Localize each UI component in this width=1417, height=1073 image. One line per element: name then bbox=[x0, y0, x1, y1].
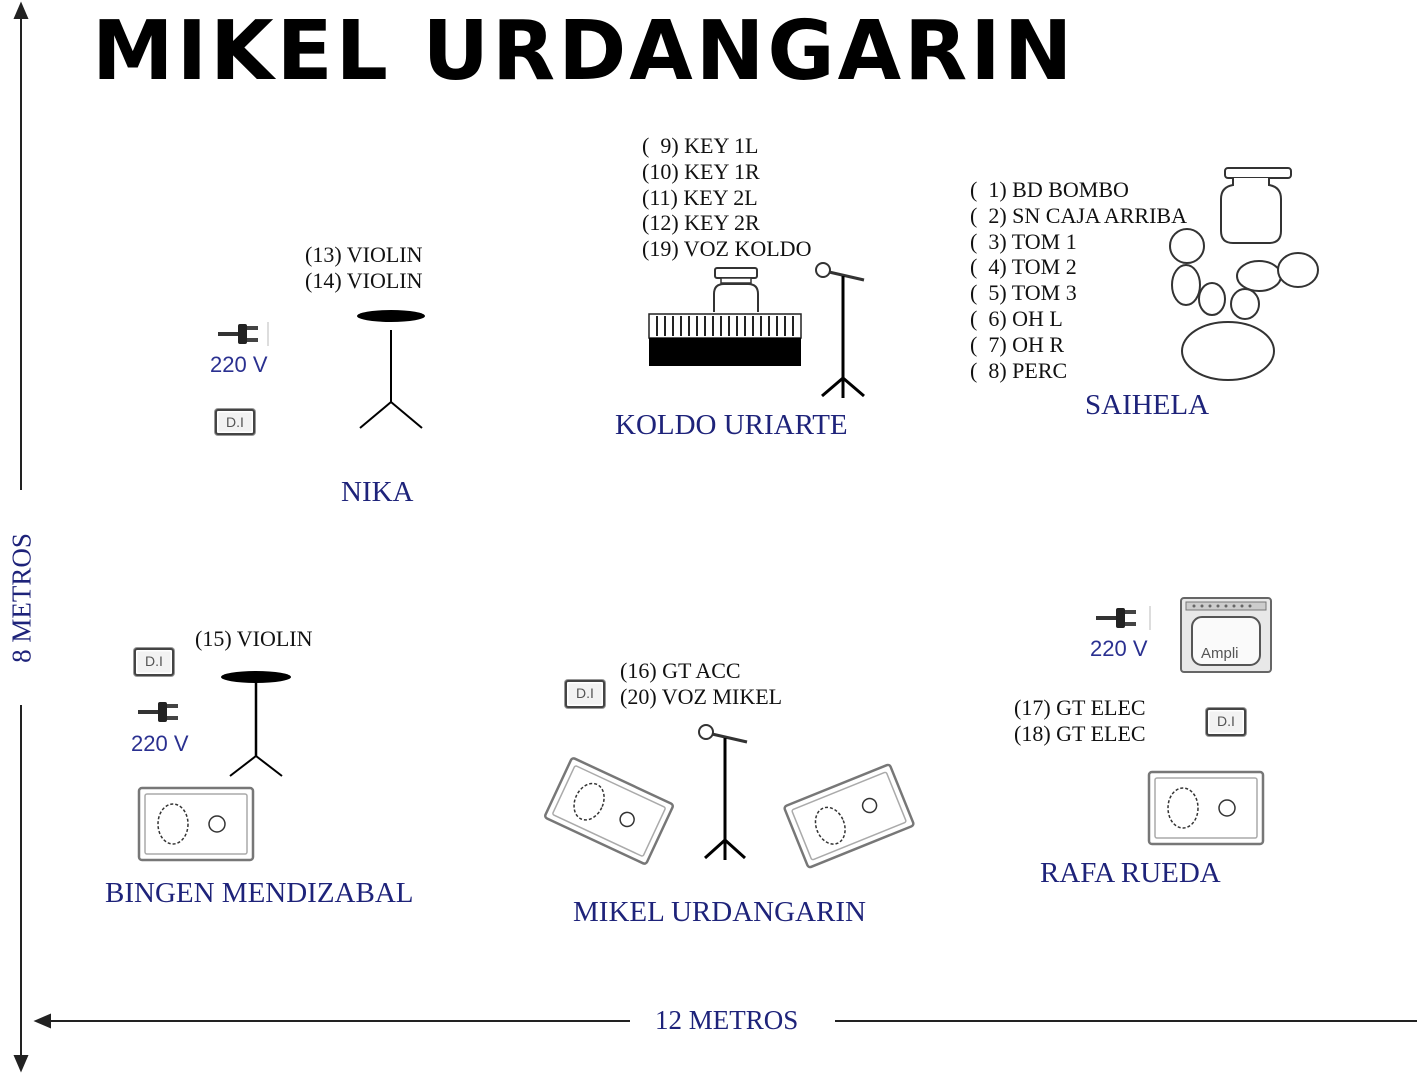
violin-stand-icon bbox=[357, 310, 425, 429]
koldo-name: KOLDO URIARTE bbox=[615, 409, 848, 441]
saihela-name: SAIHELA bbox=[1085, 389, 1210, 421]
koldo-channel-list: ( 9) KEY 1L (10) KEY 1R (11) KEY 2L (12)… bbox=[642, 133, 812, 262]
voltage-label: 220 V bbox=[131, 731, 189, 756]
di-box-icon: D.I bbox=[565, 680, 605, 708]
microphone-stand-icon bbox=[698, 724, 748, 860]
nika-channel-list: (13) VIOLIN (14) VIOLIN bbox=[305, 242, 423, 293]
page-title: MIKEL URDANGARIN bbox=[92, 4, 1076, 99]
saihela-channel-list: ( 1) BD BOMBO ( 2) SN CAJA ARRIBA ( 3) T… bbox=[970, 177, 1187, 383]
voltage-label: 220 V bbox=[1090, 636, 1148, 661]
monitor-wedge-icon bbox=[544, 757, 674, 865]
di-box-icon: D.I bbox=[215, 409, 255, 435]
rafa-channel-list: (17) GT ELEC (18) GT ELEC bbox=[1014, 695, 1146, 746]
voltage-label: 220 V bbox=[210, 352, 268, 377]
mikel-name: MIKEL URDANGARIN bbox=[573, 896, 866, 928]
monitor-wedge-icon bbox=[1147, 770, 1265, 846]
amplifier-label: Ampli bbox=[1201, 645, 1239, 662]
power-plug-icon bbox=[1096, 606, 1151, 630]
mikel-channel-list: (16) GT ACC (20) VOZ MIKEL bbox=[620, 658, 783, 709]
monitor-wedge-icon bbox=[783, 763, 915, 869]
keyboard-icon bbox=[648, 267, 802, 366]
bingen-channel-list: (15) VIOLIN bbox=[195, 626, 313, 651]
di-box-icon: D.I bbox=[1206, 708, 1246, 736]
power-plug-icon bbox=[138, 702, 178, 722]
bingen-name: BINGEN MENDIZABAL bbox=[105, 877, 414, 909]
drum-kit-icon bbox=[1169, 167, 1319, 381]
nika-name: NIKA bbox=[341, 476, 414, 508]
width-dimension-label: 12 METROS bbox=[655, 1005, 799, 1035]
power-plug-icon bbox=[218, 322, 269, 346]
violin-stand-icon bbox=[221, 671, 291, 777]
microphone-stand-icon bbox=[815, 262, 865, 398]
di-box-icon: D.I bbox=[134, 648, 174, 676]
amplifier-icon bbox=[1180, 597, 1272, 673]
height-dimension-label: 8 METROS bbox=[6, 533, 37, 663]
monitor-wedge-icon bbox=[137, 786, 255, 862]
rafa-name: RAFA RUEDA bbox=[1040, 857, 1221, 889]
